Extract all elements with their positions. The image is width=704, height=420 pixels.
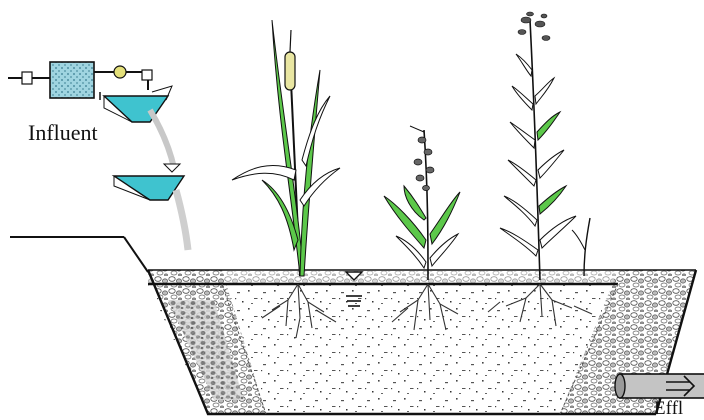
upper-weir-tank — [104, 96, 168, 122]
ground-line — [10, 237, 148, 272]
wetland-basin — [148, 270, 696, 414]
effluent-label: Effl — [654, 398, 683, 420]
cattail-plant — [232, 20, 340, 276]
valve-icon — [114, 66, 126, 78]
broadleaf-plant — [384, 126, 460, 280]
water-stream — [150, 110, 174, 168]
reed-plant — [500, 12, 590, 280]
top-gravel-strip — [148, 271, 618, 284]
lower-weir-tank — [114, 176, 184, 200]
influent-apparatus — [8, 62, 188, 250]
influent-label: Influent — [28, 120, 98, 146]
pump-icon — [50, 62, 94, 98]
effluent-pipe — [615, 374, 704, 398]
